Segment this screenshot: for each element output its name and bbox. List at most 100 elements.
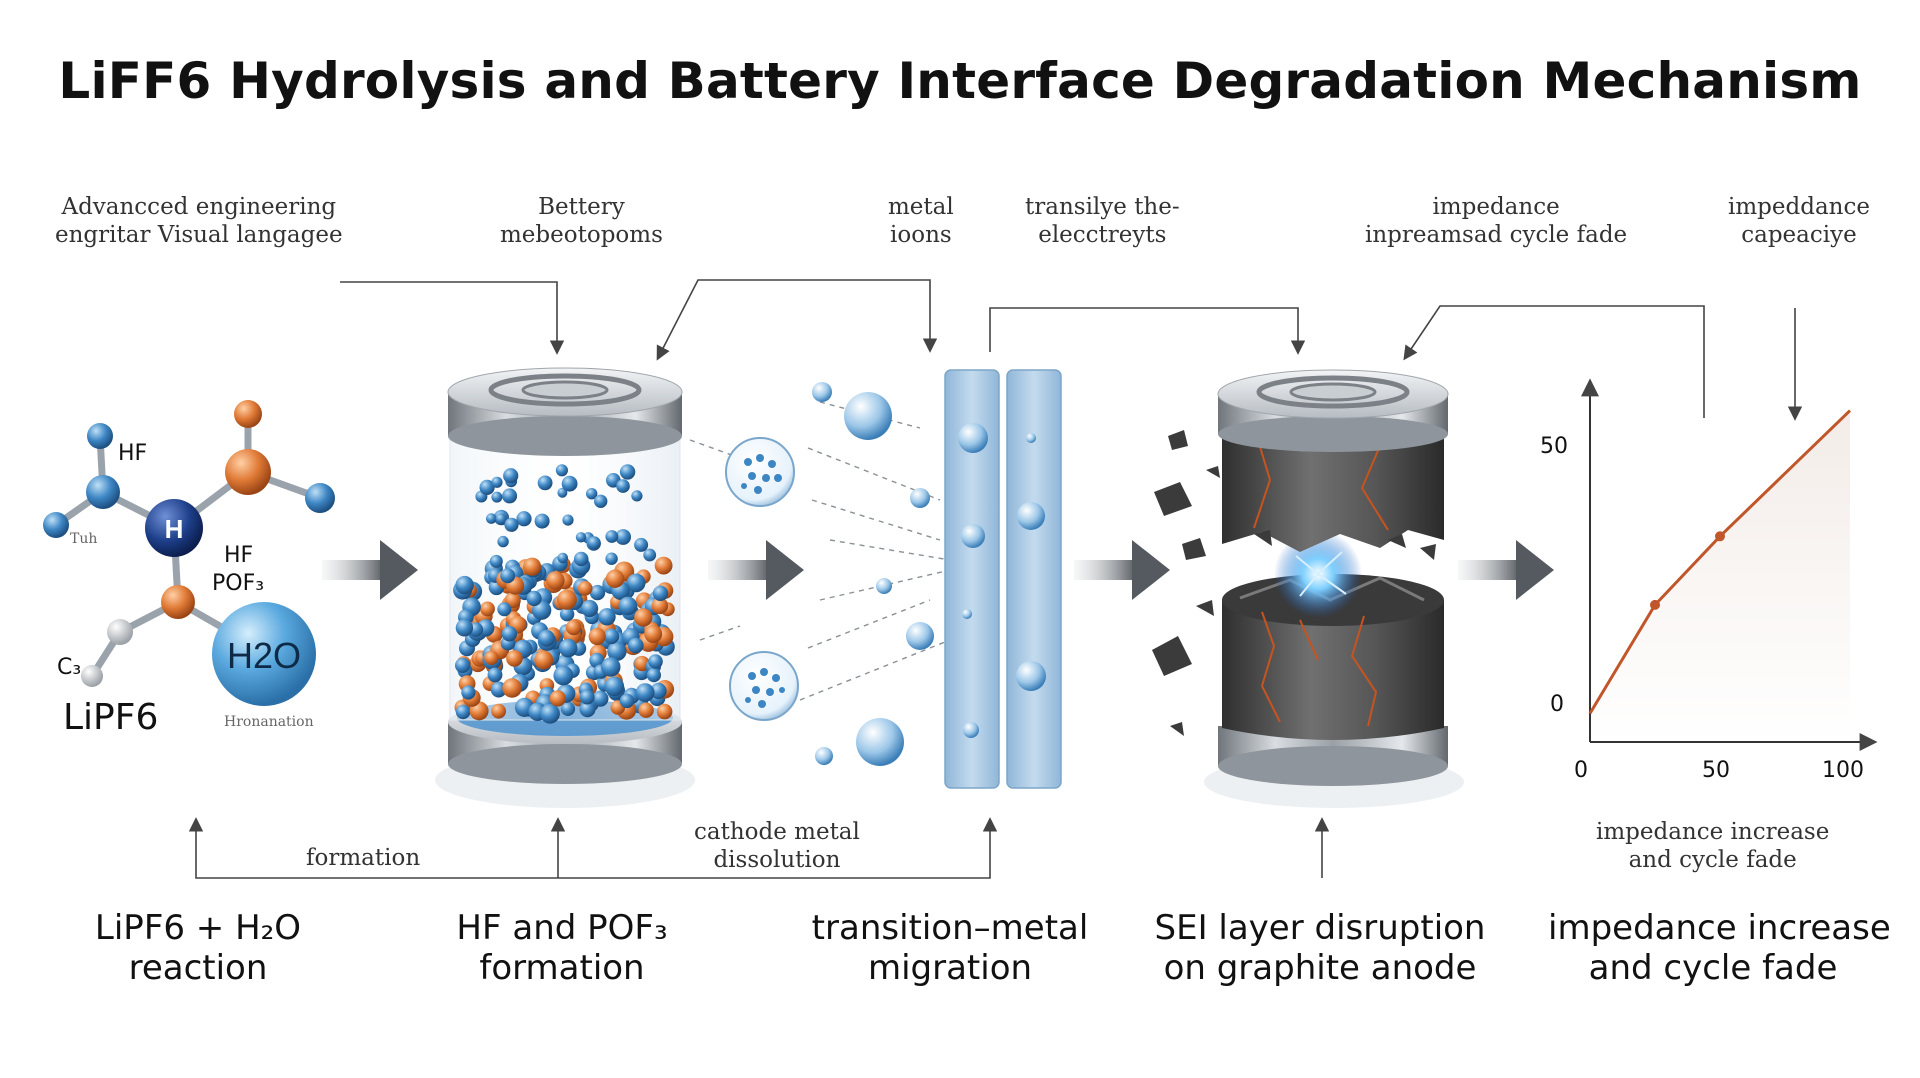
tiny-label-2: Hronanation (224, 714, 314, 730)
stage-line: HF and POF₃ (456, 908, 668, 948)
atom (107, 619, 133, 645)
ion-particle (587, 536, 601, 550)
ion-particle (562, 587, 579, 603)
ion-particle (649, 636, 664, 652)
graphite-anode (1152, 369, 1464, 808)
ion-bubble (812, 382, 832, 402)
ion-particle (654, 627, 674, 647)
ion-particle (589, 652, 605, 669)
ion-particle (541, 636, 557, 652)
ion-particle (527, 566, 543, 583)
ion-particle (618, 596, 638, 616)
ion-particle (569, 560, 588, 579)
ion-particle (486, 513, 497, 524)
ion-particle (557, 487, 568, 498)
ion-particle (575, 599, 590, 614)
tiny-label: Tuh (70, 531, 98, 547)
ion-particle (573, 578, 591, 596)
ion-particle (651, 624, 671, 644)
ion-particle (484, 559, 503, 578)
ion-particle (480, 601, 495, 617)
migration-paths (689, 401, 951, 701)
ion-particle (472, 613, 490, 631)
rock-fragments (1152, 430, 1436, 736)
ion-particle (650, 682, 667, 700)
ion-particle (638, 632, 659, 652)
ion-particle (626, 573, 646, 593)
stage-line: migration (867, 948, 1033, 988)
ion-particle (640, 602, 658, 620)
ion-particle (469, 655, 487, 673)
ion-bubble (958, 423, 988, 453)
ion-particle (505, 611, 522, 627)
ion-particle (467, 621, 488, 641)
annotation-line: transilye the- (1025, 194, 1180, 220)
ion-particle (513, 639, 533, 659)
stage-line: on graphite anode (1163, 948, 1477, 988)
annotation-line: engritar Visual langagee (55, 222, 343, 248)
ion-bubble (906, 622, 934, 650)
stage-line: formation (479, 948, 645, 988)
ion-particle (643, 548, 657, 562)
ion-particle (560, 592, 579, 611)
ion-particle (491, 703, 506, 719)
ion-particle (604, 671, 623, 690)
ion-particle (504, 625, 524, 644)
ion-particle (484, 569, 499, 585)
ion-particle (635, 683, 655, 702)
ion-particle (464, 631, 481, 647)
ion-particle (506, 650, 523, 667)
ion-particle (482, 650, 502, 670)
ion-particle (588, 627, 606, 646)
ion-particle (522, 574, 537, 590)
ion-particle (513, 656, 533, 676)
ion-particle (605, 552, 618, 565)
stage-line: SEI layer disruption (1154, 908, 1486, 948)
ion-particle (499, 617, 517, 634)
ion-particle (534, 513, 550, 529)
ion-particle (495, 513, 507, 525)
ion-particle (517, 585, 532, 601)
stage-line: LiPF6 + H₂O (94, 908, 302, 948)
crack-lines (1260, 611, 1378, 727)
stage-label-impedance: impedance increase and cycle fade (1548, 908, 1891, 988)
ion-particle (649, 689, 666, 707)
ion-particle (545, 645, 561, 661)
ion-particle (457, 663, 473, 679)
ion-particle (614, 561, 635, 582)
ion-particle (617, 581, 635, 600)
ion-particle (477, 619, 495, 637)
ion-particle (525, 690, 541, 706)
process-arrow (1074, 540, 1170, 600)
ion-particle (458, 609, 474, 625)
ion-particle (502, 678, 522, 698)
ion-particle (555, 654, 575, 674)
stage-line: transition–metal (811, 908, 1089, 948)
cluster-dots (741, 454, 782, 494)
ion-particle (497, 602, 512, 617)
ion-particle (539, 678, 555, 693)
ion-particle (597, 630, 617, 649)
ion-particle (581, 599, 599, 618)
c3-label: C₃ (57, 655, 82, 680)
ion-particle (544, 627, 561, 644)
ion-particle (606, 680, 624, 698)
ion-particle (488, 579, 505, 596)
ion-particle (506, 565, 524, 582)
ion-particle (598, 608, 616, 626)
ion-cluster (729, 651, 799, 721)
ion-particle (566, 618, 585, 637)
ion-particle (649, 593, 666, 609)
process-arrow (1458, 540, 1554, 600)
atom (43, 512, 69, 538)
ion-particle (471, 650, 488, 667)
ion-particle (597, 677, 612, 692)
separator-membrane (1006, 369, 1062, 789)
ion-particle (488, 568, 503, 583)
ion-particle (601, 657, 621, 677)
ion-particle (630, 694, 649, 714)
ion-bubble (1017, 502, 1045, 530)
process-arrows (322, 540, 1554, 600)
ion-particle (597, 620, 616, 639)
ion-particle (496, 570, 516, 589)
